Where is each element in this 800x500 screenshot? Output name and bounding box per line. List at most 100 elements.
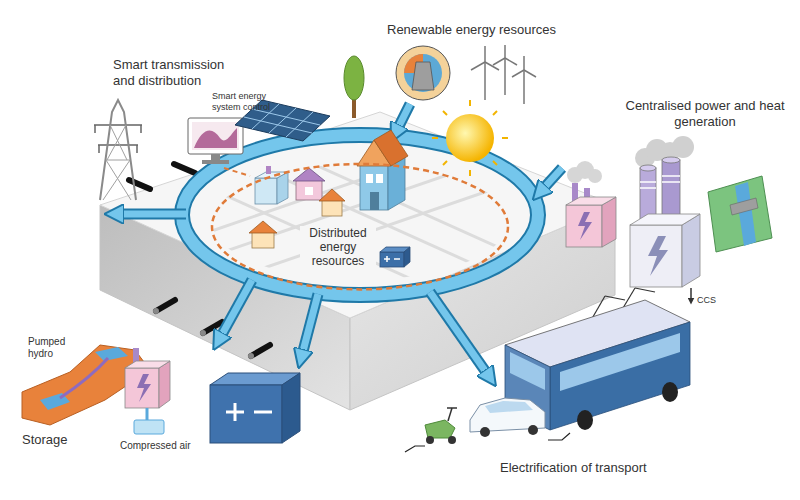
transmission-pylon (140, 125, 142, 133)
electric-car (480, 427, 490, 437)
energy-ring (182, 135, 538, 295)
cable-pipes (200, 330, 206, 336)
cable-pipes (251, 345, 270, 356)
electric-bus (577, 410, 593, 430)
compressed-air-plant (146, 408, 149, 420)
control-monitor (224, 168, 250, 176)
wind-turbines (484, 46, 486, 62)
energy-flow-arrows (542, 168, 562, 190)
compressed-air-plant (125, 361, 170, 368)
energy-ring (182, 135, 538, 295)
storage-battery (210, 373, 300, 443)
energy-flow-arrows (430, 292, 488, 375)
compressed-air-plant (159, 361, 170, 408)
heat-plant (566, 161, 616, 247)
wind-turbines (471, 45, 536, 104)
electric-scooter (405, 446, 425, 452)
houses (366, 174, 373, 183)
device-label: Smart energy system control (212, 91, 284, 113)
power-plant (640, 181, 656, 183)
energy-flow-arrows (397, 104, 410, 130)
power-plant (630, 214, 700, 225)
control-monitor (192, 122, 239, 150)
group-label: Electrification of transport (500, 460, 647, 476)
houses (374, 130, 408, 166)
energy-flow-arrows (118, 104, 562, 375)
transmission-pylon (94, 124, 142, 126)
wind-turbines (471, 62, 485, 70)
wind-turbines (523, 56, 525, 70)
electric-bus (662, 382, 678, 402)
transmission-pylon (94, 125, 96, 133)
sun-icon (446, 114, 494, 162)
cable-pipes (248, 353, 254, 359)
solar-panel (269, 108, 296, 133)
sun-icon (432, 137, 438, 139)
pumped-hydro-terrain (60, 358, 108, 398)
wind-turbines (484, 62, 486, 100)
transmission-pylon (94, 100, 142, 200)
group-label: Centralised power and heat generation (625, 98, 785, 129)
houses (376, 174, 383, 183)
device-label: Pumped hydro (28, 336, 78, 360)
transmission-pylon (107, 125, 126, 160)
cable-pipes (153, 308, 159, 314)
houses (404, 247, 410, 267)
device-label: Compressed air (120, 440, 191, 452)
transmission-pylon (100, 100, 136, 200)
platform-slab (100, 112, 615, 318)
power-plant (630, 136, 700, 301)
houses (266, 166, 271, 174)
electric-car (485, 401, 533, 413)
houses (360, 165, 388, 210)
electric-bus (510, 352, 545, 390)
energy-flow-arrows (430, 292, 488, 375)
houses (252, 232, 274, 248)
energy-flow-arrows (302, 294, 318, 355)
power-plant (690, 288, 692, 301)
houses (322, 200, 342, 216)
transmission-pylon (106, 160, 130, 161)
sun-icon (469, 170, 471, 176)
control-monitor (202, 160, 229, 164)
process-label: CCS (697, 295, 716, 306)
power-plant (662, 175, 680, 177)
power-plant (640, 187, 656, 189)
houses (380, 252, 404, 267)
storage-battery (282, 373, 300, 443)
energy-ring (182, 135, 538, 295)
sun-icon (443, 161, 447, 165)
hydro-dam (735, 182, 756, 246)
wind-turbines (493, 58, 505, 65)
pumped-hydro-terrain (95, 347, 128, 361)
houses (255, 172, 288, 178)
cable-pipes (129, 180, 150, 189)
wind-turbines (523, 70, 525, 104)
transmission-pylon (110, 125, 127, 160)
electric-scooter (448, 408, 452, 421)
transmission-pylon (136, 145, 138, 153)
energy-flow-arrows (118, 209, 186, 220)
houses (249, 221, 277, 233)
heat-plant (578, 212, 592, 240)
power-plant (630, 225, 682, 287)
storage-battery (210, 385, 282, 443)
compressed-air-plant (125, 348, 170, 434)
wind-turbines (504, 45, 506, 58)
sun-icon (443, 111, 447, 115)
houses (296, 180, 322, 200)
compressed-air-plant (125, 368, 159, 408)
heat-plant (566, 197, 616, 205)
power-plant (640, 165, 656, 171)
compressed-air-plant (134, 420, 164, 434)
houses (386, 256, 388, 262)
transmission-pylon (103, 160, 130, 200)
wind-turbines (512, 70, 524, 77)
hydro-badge (396, 46, 450, 100)
control-monitor (194, 128, 237, 148)
sun-icon (493, 161, 497, 165)
tree-icon (344, 56, 364, 118)
group-label: Storage (22, 432, 68, 448)
power-plant (662, 157, 680, 163)
